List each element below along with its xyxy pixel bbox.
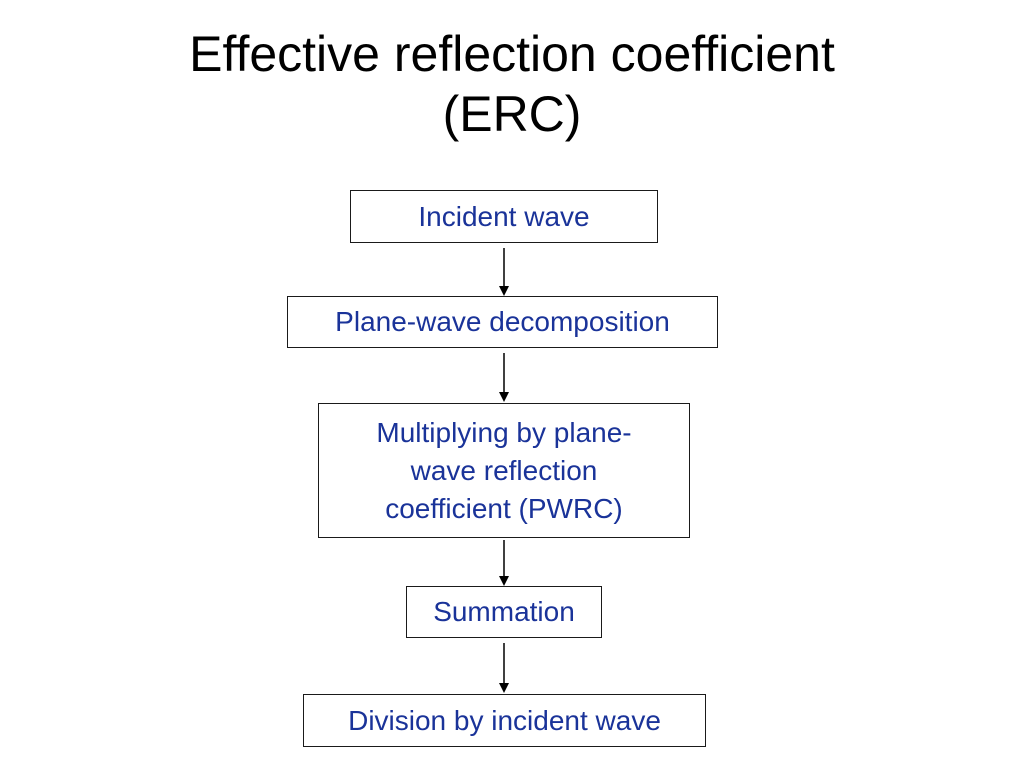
page-title: Effective reflection coefficient (ERC) bbox=[0, 24, 1024, 144]
node-label: Summation bbox=[433, 596, 575, 627]
arrow-incident-to-decomposition bbox=[499, 248, 509, 296]
node-plane-wave-decomposition: Plane-wave decomposition bbox=[287, 296, 718, 348]
arrow-summation-to-division bbox=[499, 643, 509, 693]
node-label-line-2: wave reflection bbox=[410, 454, 598, 486]
node-label: Plane-wave decomposition bbox=[335, 306, 670, 337]
node-incident-wave: Incident wave bbox=[350, 190, 658, 243]
title-line-1: Effective reflection coefficient bbox=[189, 26, 835, 82]
node-label: Incident wave bbox=[418, 200, 590, 232]
node-label-line-1: Multiplying by plane- bbox=[376, 416, 632, 448]
arrow-multiplying-to-summation bbox=[499, 540, 509, 586]
arrow-decomposition-to-multiplying bbox=[499, 353, 509, 402]
node-label: Division by incident wave bbox=[348, 704, 661, 736]
node-summation: Summation bbox=[406, 586, 602, 638]
node-division-by-incident-wave: Division by incident wave bbox=[303, 694, 706, 747]
node-label-line-3: coefficient (PWRC) bbox=[385, 492, 623, 524]
title-line-2: (ERC) bbox=[442, 86, 582, 142]
node-multiplying-by-pwrc: Multiplying by plane- wave reflection co… bbox=[318, 403, 690, 538]
